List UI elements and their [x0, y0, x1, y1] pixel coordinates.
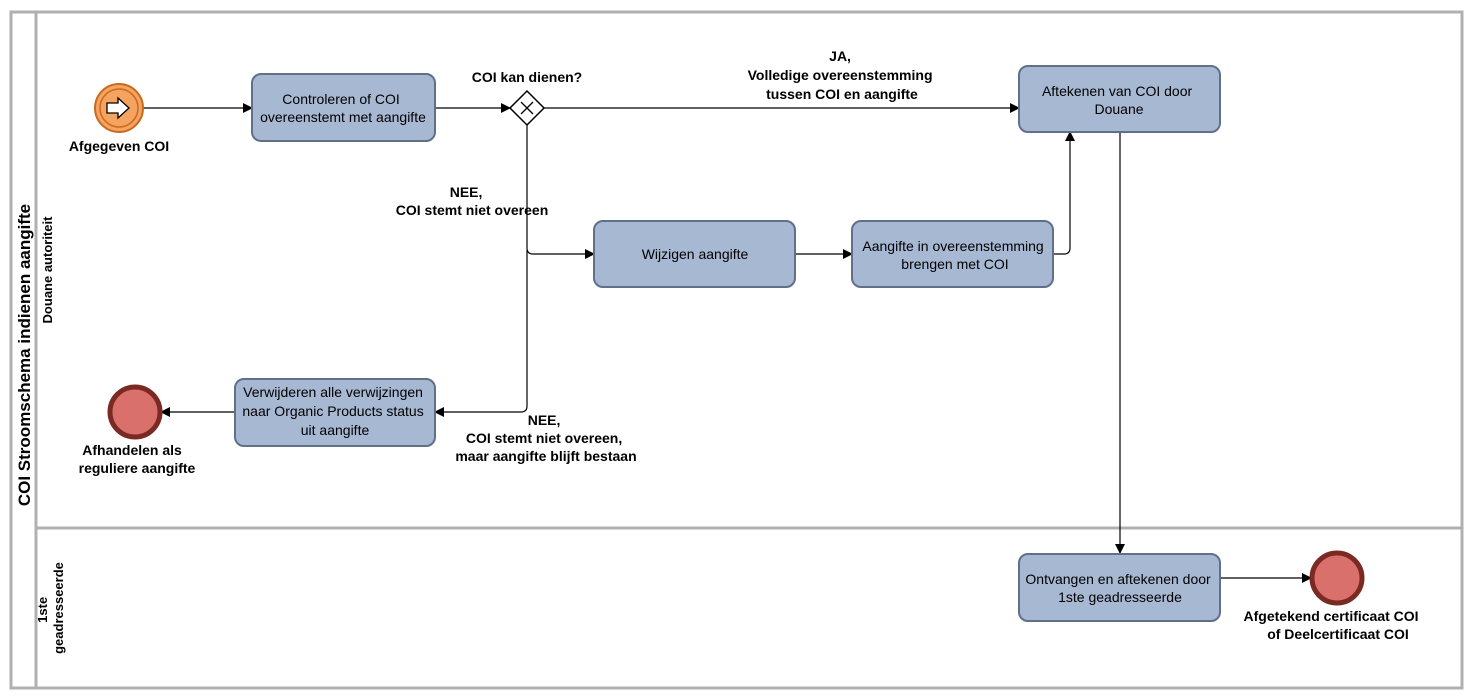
- task-align-box: [851, 220, 1054, 288]
- task-sign-box: [1018, 65, 1221, 133]
- task-modify-box: [593, 220, 796, 288]
- task-check-label: Controleren of COI overeenstemt met aang…: [260, 91, 426, 125]
- task-check-box: [251, 73, 436, 142]
- task-remove-label: Verwijderen alle verwijzingen naar Organ…: [242, 384, 427, 438]
- start-event[interactable]: [94, 83, 144, 133]
- flow-label-yes: JA, Volledige overeenstemming tussen COI…: [748, 48, 937, 102]
- end-event-signed-label: Afgetekend certificaat COI of Deelcertif…: [1244, 608, 1423, 642]
- start-event-label: Afgegeven COI: [69, 138, 169, 154]
- flow-label-no-modify: NEE, COI stemt niet overeen: [396, 184, 549, 218]
- task-align[interactable]: Aangifte in overeenstemming brengen met …: [851, 220, 1054, 288]
- task-check[interactable]: Controleren of COI overeenstemt met aang…: [251, 73, 436, 142]
- end-event-regular-label: Afhandelen als reguliere aangifte: [79, 442, 196, 476]
- task-modify[interactable]: Wijzigen aangifte: [593, 220, 796, 288]
- flow-no-to-remove: [434, 250, 528, 417]
- exclusive-gateway[interactable]: [508, 89, 546, 127]
- lane-title-douane: Douane autoriteit: [40, 216, 55, 324]
- task-modify-label: Wijzigen aangifte: [642, 246, 749, 262]
- flow-align-to-sign: [1053, 131, 1075, 255]
- pool: COI Stroomschema indienen aangifte Douan…: [9, 10, 1464, 690]
- task-sign-label: Aftekenen van COI door Douane: [1042, 83, 1196, 117]
- end-event-regular-circle: [107, 384, 163, 440]
- task-remove[interactable]: Verwijderen alle verwijzingen naar Organ…: [234, 378, 436, 447]
- task-align-label: Aangifte in overeenstemming brengen met …: [862, 238, 1047, 272]
- sequence-flows: [144, 103, 1312, 583]
- pool-title: COI Stroomschema indienen aangifte: [15, 204, 34, 506]
- gateway-question: COI kan dienen?: [472, 69, 582, 85]
- end-event-regular[interactable]: [107, 384, 163, 440]
- task-sign[interactable]: Aftekenen van COI door Douane: [1018, 65, 1221, 133]
- task-remove-box: [234, 378, 436, 447]
- lane-title-geadresseerde: 1ste geadresseerde: [35, 562, 66, 654]
- task-receive-box: [1018, 553, 1221, 622]
- gateway-x-icon: [520, 101, 534, 115]
- task-receive-label: Ontvangen en aftekenen door 1ste geadres…: [1025, 571, 1214, 605]
- flow-no-to-modify: [526, 125, 595, 259]
- pool-border: [9, 10, 1464, 690]
- message-arrow-icon: [106, 96, 130, 120]
- end-event-signed[interactable]: [1309, 550, 1365, 606]
- end-event-signed-circle: [1309, 550, 1365, 606]
- task-receive[interactable]: Ontvangen en aftekenen door 1ste geadres…: [1018, 553, 1221, 622]
- flow-label-no-keep: NEE, COI stemt niet overeen, maar aangif…: [455, 412, 636, 464]
